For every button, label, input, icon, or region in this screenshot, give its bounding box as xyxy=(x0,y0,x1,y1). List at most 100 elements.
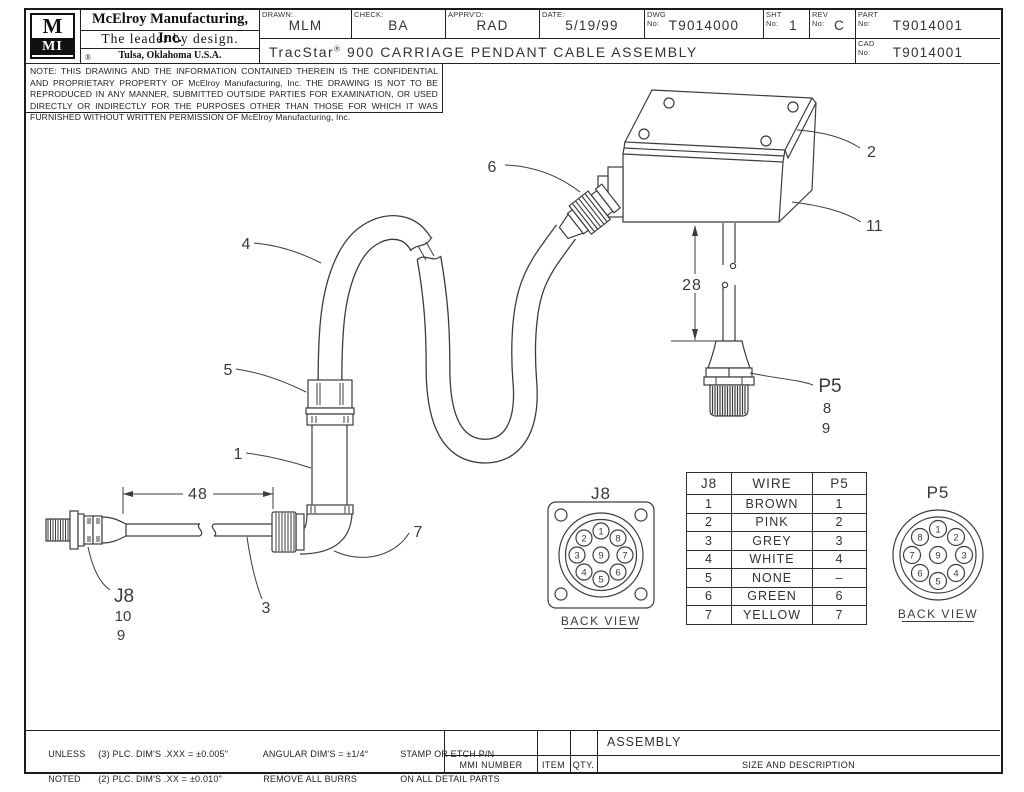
wire-table-row: 5 NONE – xyxy=(686,568,867,588)
wire-table-row: 7 YELLOW 7 xyxy=(686,605,867,625)
drawing-title-reg: ® xyxy=(334,44,342,54)
rev-label: REV xyxy=(812,10,829,19)
parts-row: ASSEMBLY xyxy=(445,731,1000,756)
parts-list-block: ASSEMBLY MMI NUMBER ITEM QTY. SIZE AND D… xyxy=(445,730,1000,774)
cell: 5 xyxy=(686,568,732,588)
wire-table-row: 3 GREY 3 xyxy=(686,531,867,551)
wire-table: J8 WIRE P5 1 BROWN 1 2 PINK 2 3 GREY 3 4 xyxy=(686,472,867,625)
tol-line: ANGULAR DIM'S = ±1/4° xyxy=(262,748,369,759)
cell: – xyxy=(812,568,867,588)
drawing-title-cell: TracStar® 900 CARRIAGE PENDANT CABLE ASS… xyxy=(260,39,856,64)
date-value: 5/19/99 xyxy=(565,18,619,33)
drawing-title: TracStar® 900 CARRIAGE PENDANT CABLE ASS… xyxy=(260,39,855,60)
cell: BROWN xyxy=(731,494,813,514)
wire-table-header-j8: J8 xyxy=(686,472,732,495)
cell: 4 xyxy=(686,549,732,569)
part-no-cell: PART No: T9014001 xyxy=(856,10,1000,39)
tol-line: ON ALL DETAIL PARTS xyxy=(400,773,500,784)
cell: 1 xyxy=(686,494,732,514)
company-name: McElroy Manufacturing, Inc. xyxy=(81,10,259,46)
cell: 3 xyxy=(812,531,867,551)
parts-header-qty: QTY. xyxy=(570,755,598,774)
check-cell: CHECK: BA xyxy=(352,10,446,39)
logo-top-letter: M xyxy=(32,15,73,38)
part-label: PART xyxy=(858,10,879,19)
tol-line: UNLESS xyxy=(48,748,86,759)
tolerance-block: UNLESS NOTED OTHERWISE: (3) PLC. DIM'S .… xyxy=(26,730,500,784)
parts-header-mmi: MMI NUMBER xyxy=(445,755,538,774)
wire-table-header-wire: WIRE xyxy=(731,472,813,495)
apprvd-cell: APPRV'D: RAD xyxy=(446,10,540,39)
drawn-value: MLM xyxy=(288,18,323,33)
rev-label2: No: xyxy=(812,18,825,28)
rev-no-cell: REV No: C xyxy=(810,10,856,39)
drawing-title-post: 900 CARRIAGE PENDANT CABLE ASSEMBLY xyxy=(341,44,698,60)
mmi-logo: M MI xyxy=(30,13,75,59)
tol-line: STAMP OR ETCH P/N xyxy=(400,748,495,759)
cell: 7 xyxy=(812,605,867,625)
company-location-row: ® Tulsa, Oklahoma U.S.A. xyxy=(81,49,259,64)
cell: NONE xyxy=(731,568,813,588)
registered-mark: ® xyxy=(85,53,92,62)
cad-label2: No: xyxy=(858,47,871,57)
parts-mmi-cell-empty xyxy=(445,731,538,755)
parts-description: ASSEMBLY xyxy=(607,735,682,749)
parts-qty-cell-empty xyxy=(570,731,598,755)
dwg-label: DWG xyxy=(647,10,666,19)
tol-line: (3) PLC. DIM'S .XXX = ±0.005" xyxy=(98,748,229,759)
wire-table-row: 1 BROWN 1 xyxy=(686,494,867,514)
tol-line: (2) PLC. DIM'S .XX = ±0.010" xyxy=(98,773,222,784)
logo-cell: M MI xyxy=(26,10,81,64)
check-value: BA xyxy=(388,18,409,33)
title-block: M MI McElroy Manufacturing, Inc. The lea… xyxy=(26,10,1000,64)
drawn-cell: DRAWN: MLM xyxy=(260,10,352,39)
cell: WHITE xyxy=(731,549,813,569)
parts-item-cell-empty xyxy=(537,731,571,755)
sht-value: 1 xyxy=(789,18,798,33)
date-label: DATE: xyxy=(542,10,565,19)
drawn-label: DRAWN: xyxy=(262,10,294,19)
cad-label: CAD xyxy=(858,39,875,48)
cell: 4 xyxy=(812,549,867,569)
parts-header-row: MMI NUMBER ITEM QTY. SIZE AND DESCRIPTIO… xyxy=(445,755,1000,774)
company-location: Tulsa, Oklahoma U.S.A. xyxy=(118,50,222,61)
parts-header-description: SIZE AND DESCRIPTION xyxy=(741,760,856,770)
dwg-value: T9014000 xyxy=(668,18,740,33)
wire-table-header-p5: P5 xyxy=(812,472,867,495)
cell: 6 xyxy=(686,586,732,606)
tol-line: REMOVE ALL BURRS xyxy=(263,773,358,784)
sht-label: SHT xyxy=(766,10,782,19)
wire-table-row: 2 PINK 2 xyxy=(686,512,867,532)
cad-no-cell: CAD No: T9014001 xyxy=(856,39,1000,64)
part-value: T9014001 xyxy=(892,18,964,33)
cell: 7 xyxy=(686,605,732,625)
company-cell: McElroy Manufacturing, Inc. The leader b… xyxy=(81,10,260,64)
dwg-label2: No: xyxy=(647,18,660,28)
company-tagline: The leader by design. xyxy=(81,31,259,49)
cell: 6 xyxy=(812,586,867,606)
cell: 2 xyxy=(812,512,867,532)
rev-value: C xyxy=(834,18,845,33)
sht-label2: No: xyxy=(766,18,779,28)
parts-header-item: ITEM xyxy=(537,755,571,774)
cell: PINK xyxy=(731,512,813,532)
tol-line: NOTED xyxy=(48,773,81,784)
apprvd-label: APPRV'D: xyxy=(448,10,484,19)
cell: 2 xyxy=(686,512,732,532)
date-cell: DATE: 5/19/99 xyxy=(540,10,645,39)
check-label: CHECK: xyxy=(354,10,384,19)
cell: 3 xyxy=(686,531,732,551)
proprietary-note: NOTE: THIS DRAWING AND THE INFORMATION C… xyxy=(26,64,443,122)
cell: GREY xyxy=(731,531,813,551)
drawing-frame: M MI McElroy Manufacturing, Inc. The lea… xyxy=(24,8,1003,784)
part-label2: No: xyxy=(858,18,871,28)
logo-bottom-letters: MI xyxy=(32,38,73,55)
apprvd-value: RAD xyxy=(476,18,509,33)
cell: YELLOW xyxy=(731,605,813,625)
cell: 1 xyxy=(812,494,867,514)
sht-no-cell: SHT No: 1 xyxy=(764,10,810,39)
cell: GREEN xyxy=(731,586,813,606)
cad-value: T9014001 xyxy=(892,45,964,60)
drawing-title-pre: TracStar xyxy=(269,44,335,60)
